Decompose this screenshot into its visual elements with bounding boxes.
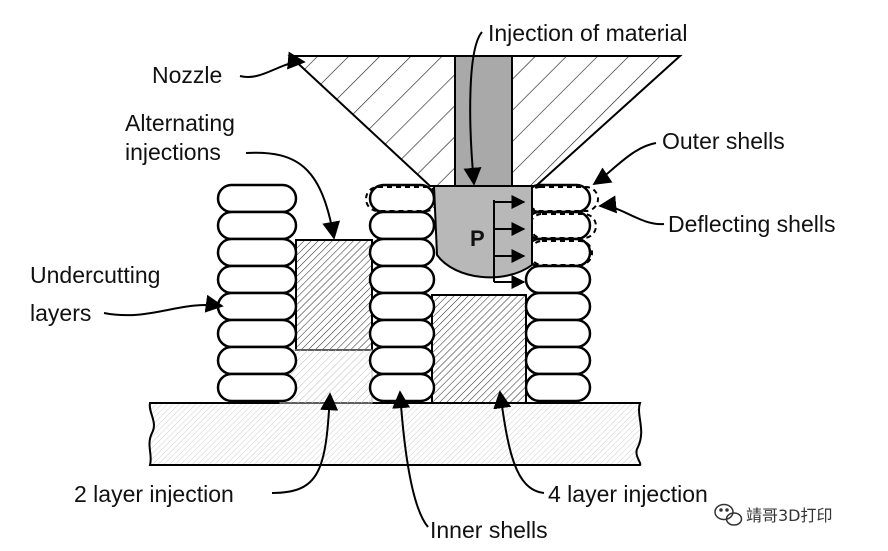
- leader-outer-shells: [592, 142, 657, 185]
- pressure-label: P: [470, 226, 485, 251]
- wechat-icon: [714, 503, 743, 526]
- outer-shell-stack: [524, 183, 592, 403]
- leader-four-layer: [493, 390, 545, 494]
- leader-inner-shells: [392, 390, 429, 528]
- label-alternating-line1: Alternating: [125, 110, 235, 136]
- label-inner-shells: Inner shells: [430, 517, 548, 543]
- leader-deflecting: [598, 195, 665, 226]
- watermark-text: 靖哥3D打印: [746, 506, 833, 525]
- pressure-arrows: [493, 195, 526, 289]
- four-layer-injection-region: [431, 294, 527, 404]
- leader-undercutting: [103, 294, 224, 317]
- label-outer-shells: Outer shells: [662, 128, 785, 154]
- label-undercutting-line1: Undercutting: [30, 262, 160, 288]
- leader-alternating: [245, 151, 341, 240]
- leader-two-layer: [271, 392, 339, 494]
- leader-injection: [463, 31, 483, 186]
- alternating-injection-region: [295, 239, 373, 351]
- label-four-layer-injection: 4 layer injection: [548, 481, 708, 507]
- label-deflecting-shells: Deflecting shells: [668, 211, 835, 237]
- inner-shell-stack: [368, 183, 436, 403]
- left-shell-stack: [216, 183, 298, 403]
- label-undercutting-line2: layers: [30, 300, 91, 326]
- label-nozzle: Nozzle: [152, 62, 222, 88]
- leader-lines: [103, 31, 665, 528]
- label-two-layer-injection: 2 layer injection: [74, 481, 234, 507]
- label-injection-of-material: Injection of material: [488, 20, 687, 46]
- watermark: 靖哥3D打印: [714, 503, 833, 526]
- nozzle-channel: [454, 55, 513, 189]
- label-alternating-line2: injections: [125, 139, 221, 165]
- leader-nozzle: [239, 51, 306, 79]
- build-plate: [148, 402, 643, 466]
- injected-material: [432, 185, 533, 279]
